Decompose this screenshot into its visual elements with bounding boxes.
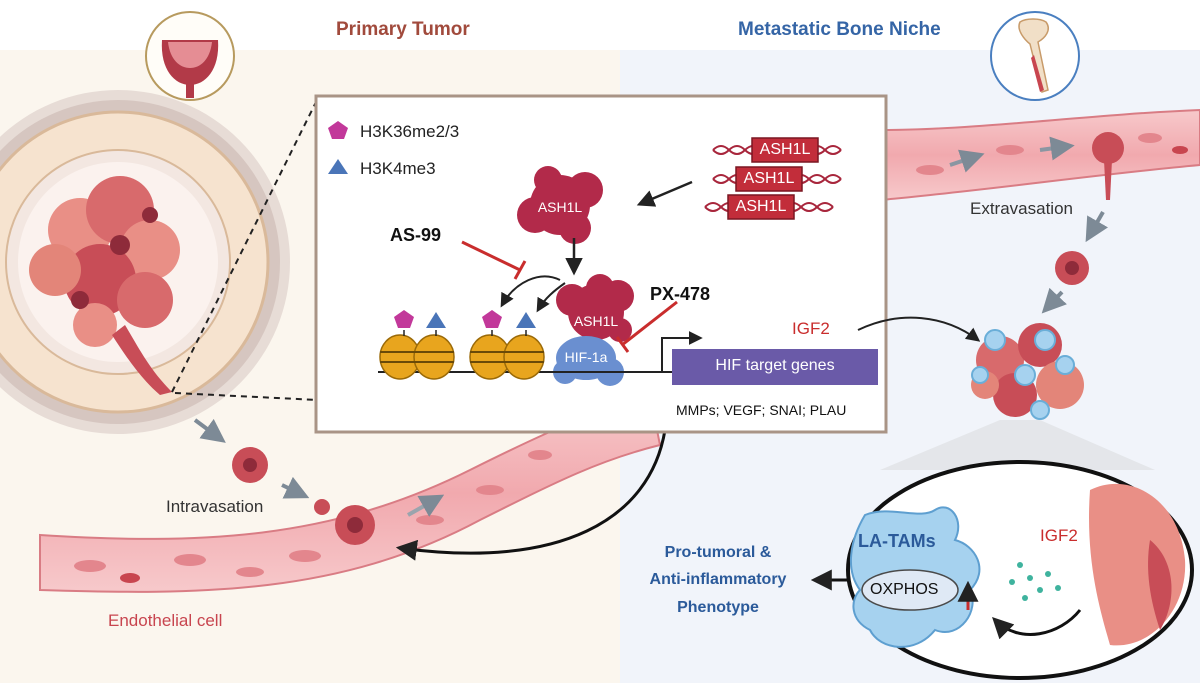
phenotype-line-1: Pro-tumoral & xyxy=(664,544,772,561)
promoter-arrow xyxy=(661,331,703,372)
legend-h3k36: H3K36me2/3 xyxy=(360,122,460,141)
triangle-icon xyxy=(328,159,348,174)
arrow-to-vessel xyxy=(395,429,667,561)
inhibitor-bar-as99 xyxy=(513,260,527,280)
tumor-mass xyxy=(29,176,180,395)
blood-vessel-bottom xyxy=(39,393,662,593)
phenotype-line-3: Phenotype xyxy=(677,599,759,616)
metastatic-cluster xyxy=(971,323,1084,420)
metastatic-niche-title: Metastatic Bone Niche xyxy=(738,19,941,40)
ash1l-gene-label-1: ASH1L xyxy=(759,141,811,158)
primary-tumor-title: Primary Tumor xyxy=(336,19,470,40)
bone-icon xyxy=(990,11,1080,101)
ash1l-gene-label-2: ASH1L xyxy=(743,170,795,187)
blood-vessel-top xyxy=(879,108,1200,202)
arrow-igf2-to-niche xyxy=(857,316,981,342)
inhibitor-line-as99 xyxy=(461,240,521,272)
px478-label: PX-478 xyxy=(650,284,711,304)
extravasating-cell xyxy=(1092,132,1124,200)
inhibitor-bar-px478 xyxy=(615,336,630,353)
ash1l-gene-box-2 xyxy=(735,166,803,192)
arrow-flow-1 xyxy=(949,149,985,173)
as99-label: AS-99 xyxy=(390,225,442,245)
ash1l-gene-box-1 xyxy=(751,137,819,163)
niche-igf2-label: IGF2 xyxy=(1040,526,1078,545)
arrow-methylation-2 xyxy=(536,282,566,313)
h3k4-mark-2 xyxy=(516,312,536,328)
la-tams-label: LA-TAMs xyxy=(858,531,936,551)
nucleosomes xyxy=(379,334,545,380)
target-gene-list: MMPs; VEGF; SNAI; PLAU xyxy=(676,402,847,418)
arrow-flow-2 xyxy=(1039,136,1075,161)
h3k4-mark-1 xyxy=(426,312,446,328)
migrating-cell xyxy=(1055,251,1089,285)
h3k36-mark-2 xyxy=(482,310,502,328)
ash1l-gene-label-3: ASH1L xyxy=(735,198,787,215)
hif-target-genes-label: HIF target genes xyxy=(715,357,835,374)
extravasation-label: Extravasation xyxy=(970,199,1073,218)
h3k36-mark-1 xyxy=(394,310,414,328)
intravasation-label: Intravasation xyxy=(166,497,264,516)
hif-target-genes-box xyxy=(672,349,878,385)
intravasating-cell xyxy=(314,499,375,545)
ash1l-gene-box-3 xyxy=(727,194,795,220)
arrow-methylation-1 xyxy=(500,275,561,308)
ash1l-complex-label: ASH1L xyxy=(573,313,619,329)
oxphos-label: OXPHOS xyxy=(870,581,939,598)
ash1l-complex xyxy=(556,274,634,342)
arrow-gene-to-protein xyxy=(636,180,693,207)
circulating-tumor-cell xyxy=(232,447,268,483)
igf2-label: IGF2 xyxy=(792,319,830,338)
niche-zoom xyxy=(846,460,1194,680)
ash1l-protein xyxy=(517,166,603,244)
arrow-extravasation-2 xyxy=(1041,287,1067,314)
arrow-vessel-flow xyxy=(407,494,445,517)
hif-label: HIF-1a xyxy=(564,349,608,365)
pentagon-icon xyxy=(328,121,348,139)
zoom-cone xyxy=(880,420,1155,470)
arrow-intravasation-2 xyxy=(281,476,310,499)
inhibitor-line-px478 xyxy=(621,300,678,347)
bladder-icon xyxy=(145,11,235,101)
zoom-line-bottom xyxy=(174,392,319,401)
legend-h3k4: H3K4me3 xyxy=(360,159,436,178)
phenotype-line-2: Anti-inflammatory xyxy=(649,571,787,588)
arrow-extravasation-1 xyxy=(1085,211,1108,243)
arrow-intravasation-1 xyxy=(193,418,226,443)
endothelial-cell-label: Endothelial cell xyxy=(108,611,223,630)
ash1l-protein-label: ASH1L xyxy=(537,199,583,215)
